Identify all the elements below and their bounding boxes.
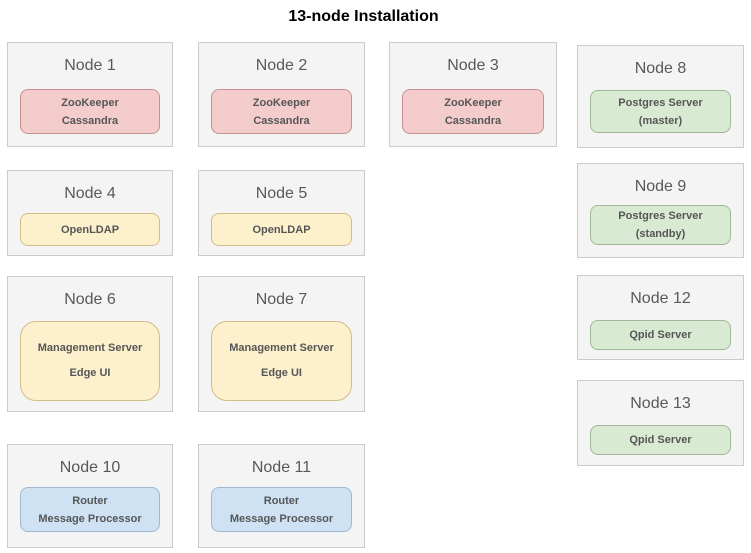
node-label: Node 11 bbox=[251, 459, 312, 476]
service-line: (master) bbox=[638, 114, 683, 127]
service-line: OpenLDAP bbox=[252, 223, 311, 236]
node-label: Node 7 bbox=[255, 291, 308, 308]
service-box-zookeeper-cassandra: ZooKeeper Cassandra bbox=[402, 89, 544, 134]
service-box-router-message-processor: Router Message Processor bbox=[211, 487, 352, 532]
node-10: Node 10 Router Message Processor bbox=[7, 444, 173, 548]
node-12: Node 12 Qpid Server bbox=[577, 275, 744, 360]
node-label: Node 5 bbox=[255, 185, 308, 202]
node-label: Node 2 bbox=[255, 57, 308, 74]
service-line: Cassandra bbox=[61, 114, 119, 127]
diagram-title: 13-node Installation bbox=[288, 8, 439, 25]
service-box-management-server-edge-ui: Management Server Edge UI bbox=[20, 321, 160, 401]
service-box-openldap: OpenLDAP bbox=[211, 213, 352, 246]
node-8: Node 8 Postgres Server (master) bbox=[577, 45, 744, 148]
node-label: Node 13 bbox=[630, 395, 691, 412]
node-label: Node 6 bbox=[64, 291, 116, 308]
service-line: Management Server bbox=[229, 342, 334, 354]
node-5: Node 5 OpenLDAP bbox=[198, 170, 365, 256]
service-box-router-message-processor: Router Message Processor bbox=[20, 487, 160, 532]
service-box-management-server-edge-ui: Management Server Edge UI bbox=[211, 321, 352, 401]
node-1: Node 1 ZooKeeper Cassandra bbox=[7, 42, 173, 147]
service-line: Message Processor bbox=[38, 512, 142, 525]
node-label: Node 8 bbox=[634, 60, 687, 77]
node-9: Node 9 Postgres Server (standby) bbox=[577, 163, 744, 258]
service-box-postgres-master: Postgres Server (master) bbox=[590, 90, 731, 133]
service-box-postgres-standby: Postgres Server (standby) bbox=[590, 205, 731, 245]
node-7: Node 7 Management Server Edge UI bbox=[198, 276, 365, 412]
service-line: Router bbox=[72, 494, 108, 507]
service-line: Cassandra bbox=[253, 114, 310, 127]
service-line: Postgres Server bbox=[618, 96, 703, 109]
service-line: (standby) bbox=[635, 228, 686, 240]
service-box-zookeeper-cassandra: ZooKeeper Cassandra bbox=[211, 89, 352, 134]
service-line: OpenLDAP bbox=[60, 223, 120, 236]
service-line: ZooKeeper bbox=[444, 96, 502, 109]
service-line: Router bbox=[263, 494, 300, 507]
service-box-qpid-server: Qpid Server bbox=[590, 425, 731, 455]
node-label: Node 4 bbox=[64, 185, 116, 202]
node-13: Node 13 Qpid Server bbox=[577, 380, 744, 466]
node-6: Node 6 Management Server Edge UI bbox=[7, 276, 173, 412]
node-label: Node 1 bbox=[64, 57, 116, 74]
node-label: Node 10 bbox=[59, 459, 121, 476]
service-line: Message Processor bbox=[229, 512, 334, 525]
service-box-openldap: OpenLDAP bbox=[20, 213, 160, 246]
node-4: Node 4 OpenLDAP bbox=[7, 170, 173, 256]
service-box-zookeeper-cassandra: ZooKeeper Cassandra bbox=[20, 89, 160, 134]
node-label: Node 9 bbox=[634, 178, 687, 195]
service-line: Qpid Server bbox=[629, 434, 692, 446]
node-label: Node 3 bbox=[447, 57, 499, 74]
service-line: Postgres Server bbox=[618, 210, 703, 222]
node-2: Node 2 ZooKeeper Cassandra bbox=[198, 42, 365, 147]
service-box-qpid-server: Qpid Server bbox=[590, 320, 731, 350]
service-line: ZooKeeper bbox=[252, 96, 311, 109]
node-label: Node 12 bbox=[630, 290, 691, 307]
node-3: Node 3 ZooKeeper Cassandra bbox=[389, 42, 557, 147]
service-line: Cassandra bbox=[444, 114, 502, 127]
node-11: Node 11 Router Message Processor bbox=[198, 444, 365, 548]
service-line: Edge UI bbox=[261, 367, 302, 379]
service-line: Management Server bbox=[37, 342, 143, 354]
service-line: Edge UI bbox=[69, 367, 111, 379]
service-line: Qpid Server bbox=[629, 329, 692, 341]
service-line: ZooKeeper bbox=[61, 96, 119, 109]
